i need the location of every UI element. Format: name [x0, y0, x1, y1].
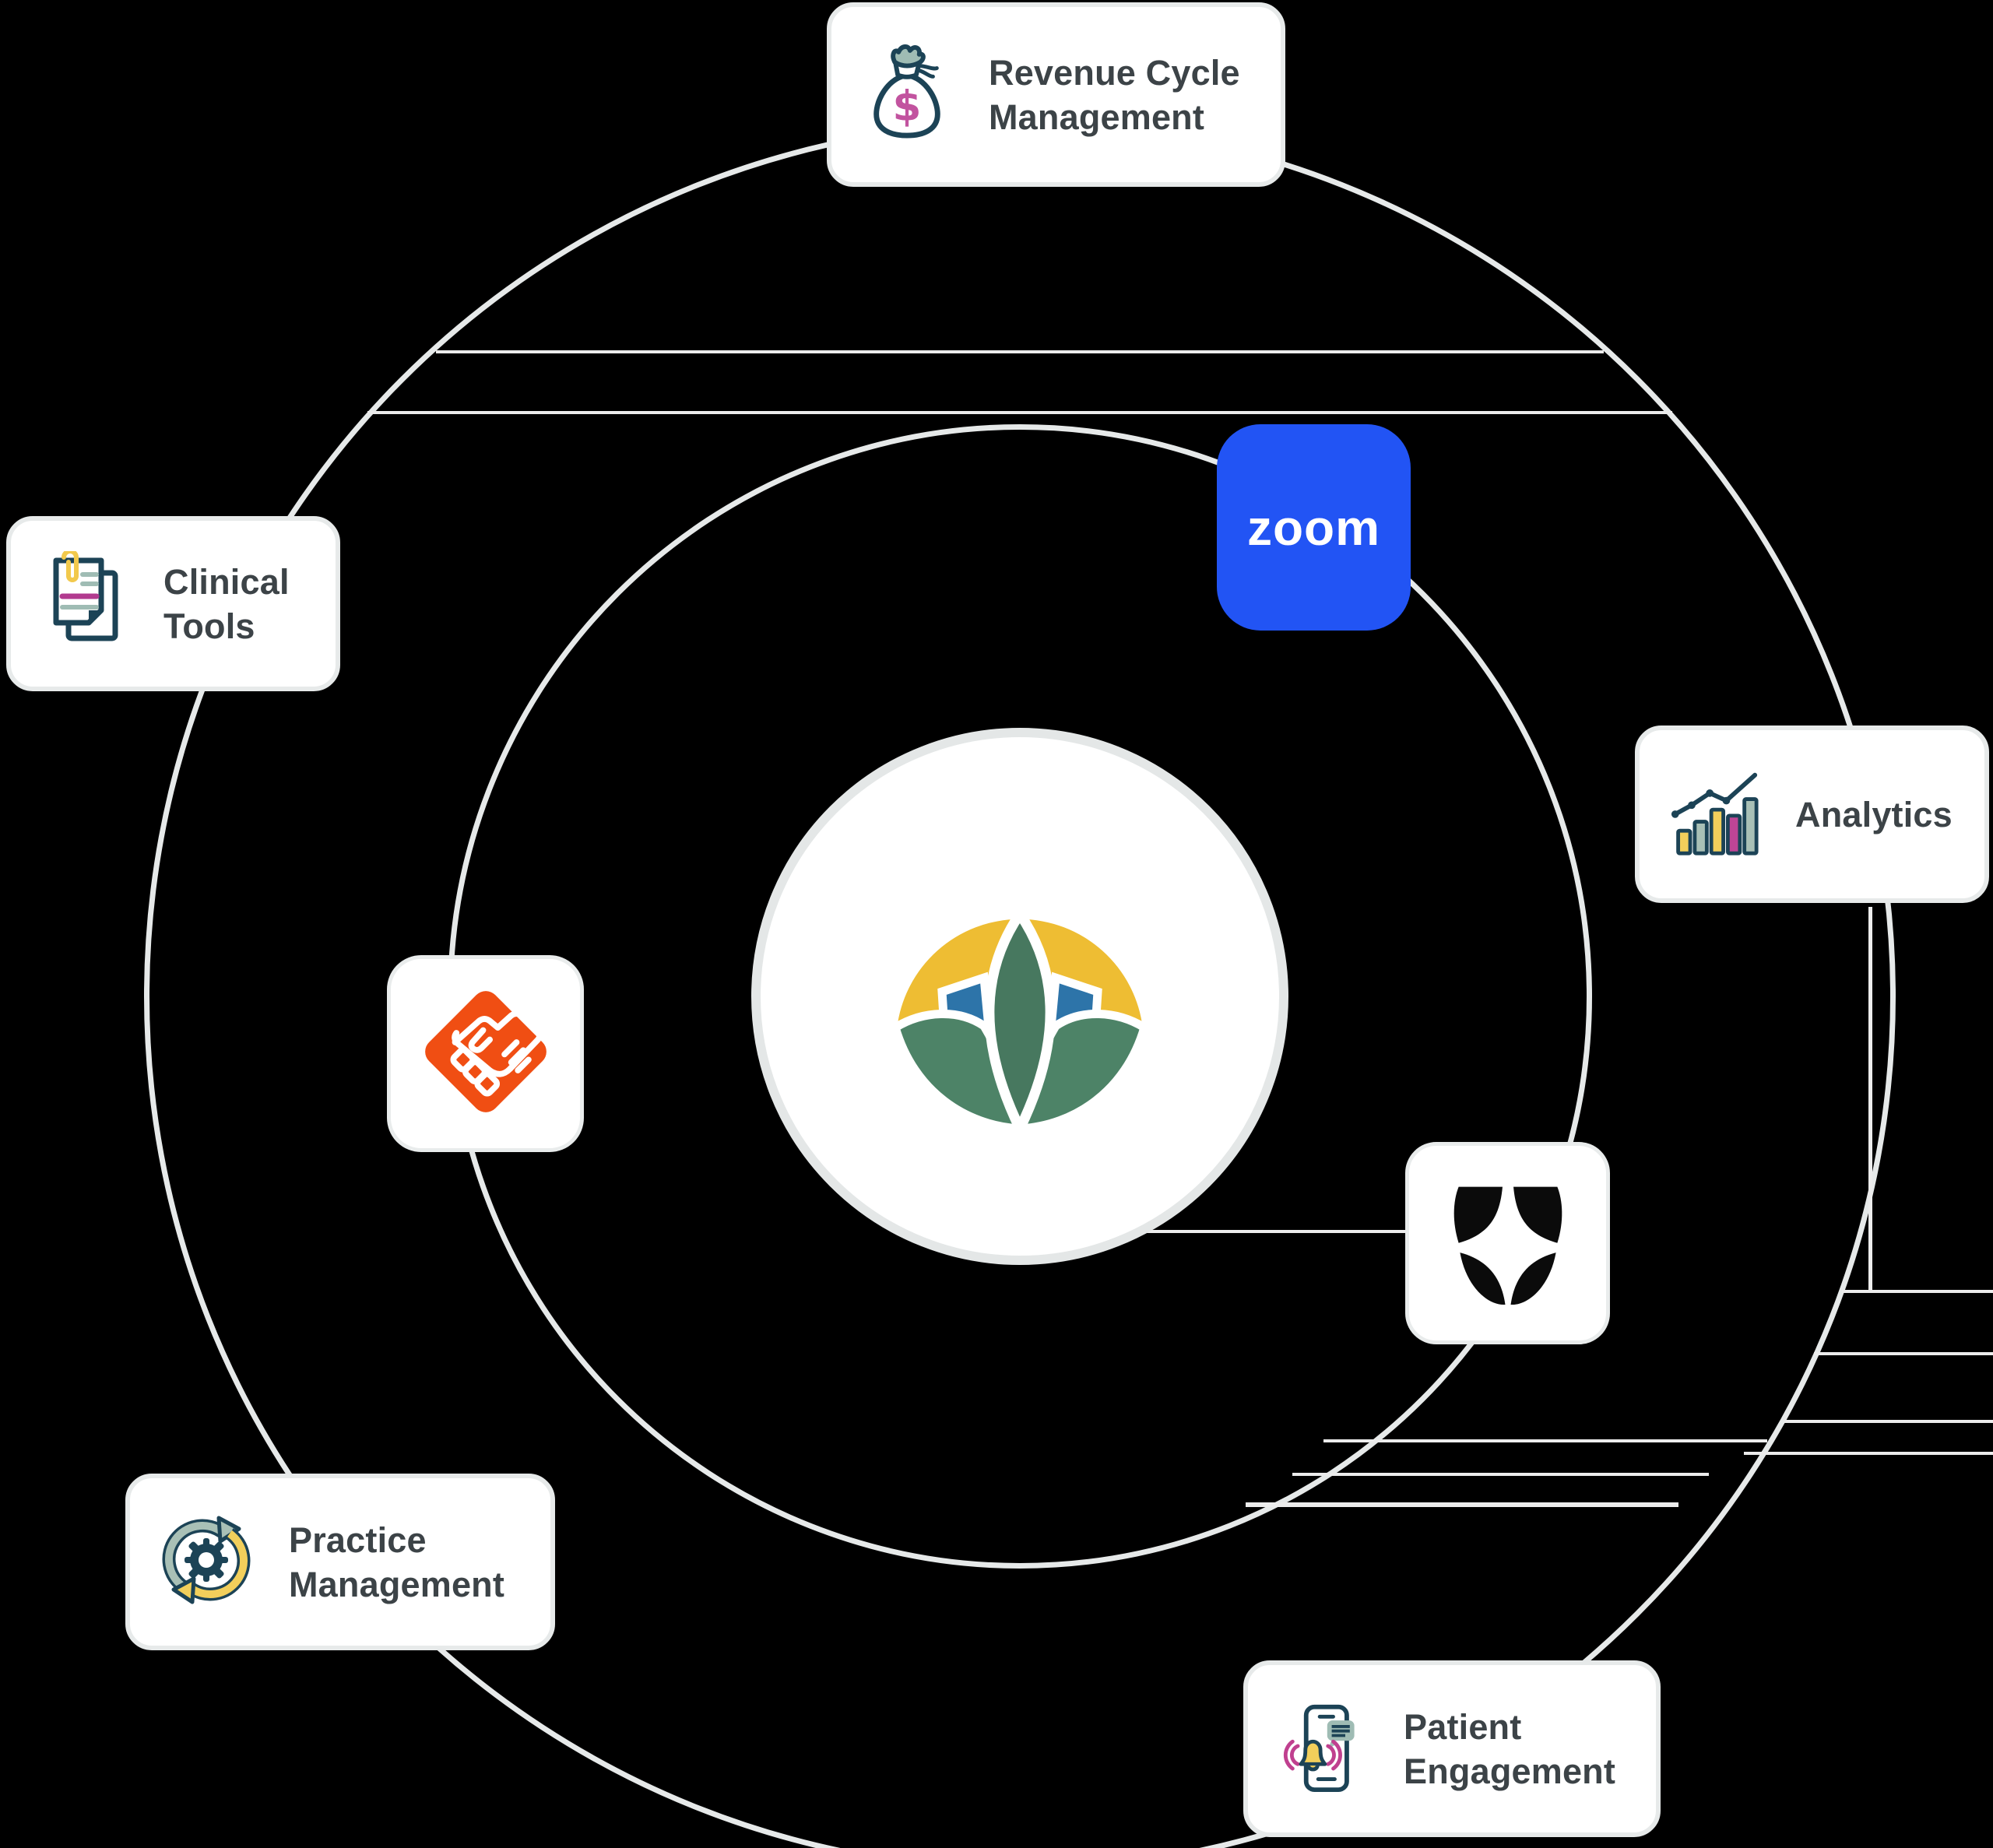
shield-icon — [1439, 1173, 1576, 1314]
background-line — [436, 350, 1604, 353]
background-line — [1146, 1230, 1407, 1233]
card-label: Practice Management — [289, 1518, 504, 1607]
money-bag-icon: $ — [861, 40, 953, 149]
card-label: Clinical Tools — [163, 560, 290, 648]
background-line — [1868, 907, 1872, 1292]
svg-text:$: $ — [893, 82, 922, 130]
card-analytics: Analytics — [1635, 725, 1989, 903]
background-line — [1292, 1473, 1709, 1476]
card-label-line: Tools — [163, 606, 255, 646]
card-label-line: Management — [989, 97, 1205, 137]
background-line — [1814, 1352, 1993, 1355]
card-label-line: Engagement — [1404, 1751, 1616, 1791]
handshake-app-tile — [387, 955, 584, 1152]
card-label: Revenue Cycle Management — [989, 51, 1240, 139]
card-practice-management: Practice Management — [125, 1474, 555, 1650]
card-label-line: Clinical — [163, 561, 290, 602]
card-revenue-cycle-management: $ Revenue Cycle Management — [827, 2, 1285, 187]
card-label: Patient Engagement — [1404, 1705, 1615, 1794]
zoom-app-tile: zoom — [1217, 424, 1411, 631]
handshake-diamond-icon — [406, 971, 566, 1136]
card-label-line: Practice — [289, 1520, 427, 1560]
card-label-line: Management — [289, 1564, 505, 1604]
card-patient-engagement: Patient Engagement — [1243, 1660, 1661, 1837]
card-label-line: Revenue Cycle — [989, 52, 1240, 93]
lotus-sun-logo-icon — [849, 824, 1191, 1170]
background-line — [1842, 1290, 1993, 1293]
zoom-logo: zoom — [1246, 499, 1381, 556]
background-line — [1323, 1439, 1767, 1442]
shield-app-tile — [1405, 1142, 1610, 1344]
card-label-line: Analytics — [1795, 794, 1953, 834]
card-clinical-tools: Clinical Tools — [6, 516, 340, 691]
documents-paperclip-icon — [40, 549, 128, 656]
center-logo-circle — [751, 728, 1288, 1265]
background-line — [1784, 1420, 1993, 1423]
gear-sync-arrows-icon — [160, 1512, 253, 1612]
phone-notification-icon — [1278, 1698, 1368, 1800]
bar-chart-trend-icon — [1669, 768, 1759, 862]
background-line — [1744, 1452, 1993, 1455]
card-label: Analytics — [1795, 792, 1953, 837]
background-line — [367, 411, 1672, 414]
background-line — [1246, 1502, 1678, 1507]
card-label-line: Patient — [1404, 1706, 1522, 1747]
